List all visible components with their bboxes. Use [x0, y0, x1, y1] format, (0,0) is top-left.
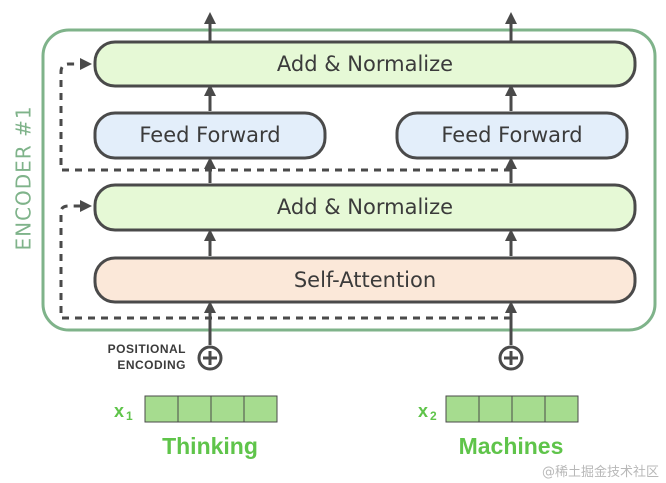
feed-forward-right-block	[395, 111, 629, 160]
input-1-word: Thinking	[162, 433, 258, 459]
add-normalize-top-label: Add & Normalize	[277, 52, 453, 76]
add-positional-encoding-right-icon	[498, 345, 524, 371]
self-attention-label: Self-Attention	[294, 268, 436, 292]
feed-forward-left-block	[93, 111, 327, 160]
add-normalize-top-block	[93, 40, 637, 88]
positional-encoding-label-line2: ENCODING	[117, 358, 186, 372]
encoder-label: ENCODER #1	[12, 105, 36, 250]
feed-forward-left-label: Feed Forward	[139, 123, 280, 147]
watermark: @稀土掘金技术社区	[542, 464, 659, 480]
residual-connection-lower	[59, 200, 511, 320]
add-normalize-bottom-block	[93, 183, 637, 232]
feed-forward-right-label: Feed Forward	[441, 123, 582, 147]
positional-encoding-label-line1: POSITIONAL	[108, 342, 186, 356]
add-positional-encoding-left-icon	[197, 345, 223, 371]
input-2-vector	[445, 395, 579, 423]
encoder-container	[41, 28, 657, 332]
input-1-var: x	[114, 401, 124, 421]
residual-connection-upper	[59, 58, 511, 172]
add-normalize-bottom-label: Add & Normalize	[277, 195, 453, 219]
self-attention-block	[93, 256, 637, 304]
input-2-sub: 2	[430, 409, 437, 423]
input-1-vector	[144, 395, 278, 423]
input-2-word: Machines	[459, 433, 564, 459]
input-1-sub: 1	[126, 409, 133, 423]
input-2-var: x	[418, 401, 428, 421]
